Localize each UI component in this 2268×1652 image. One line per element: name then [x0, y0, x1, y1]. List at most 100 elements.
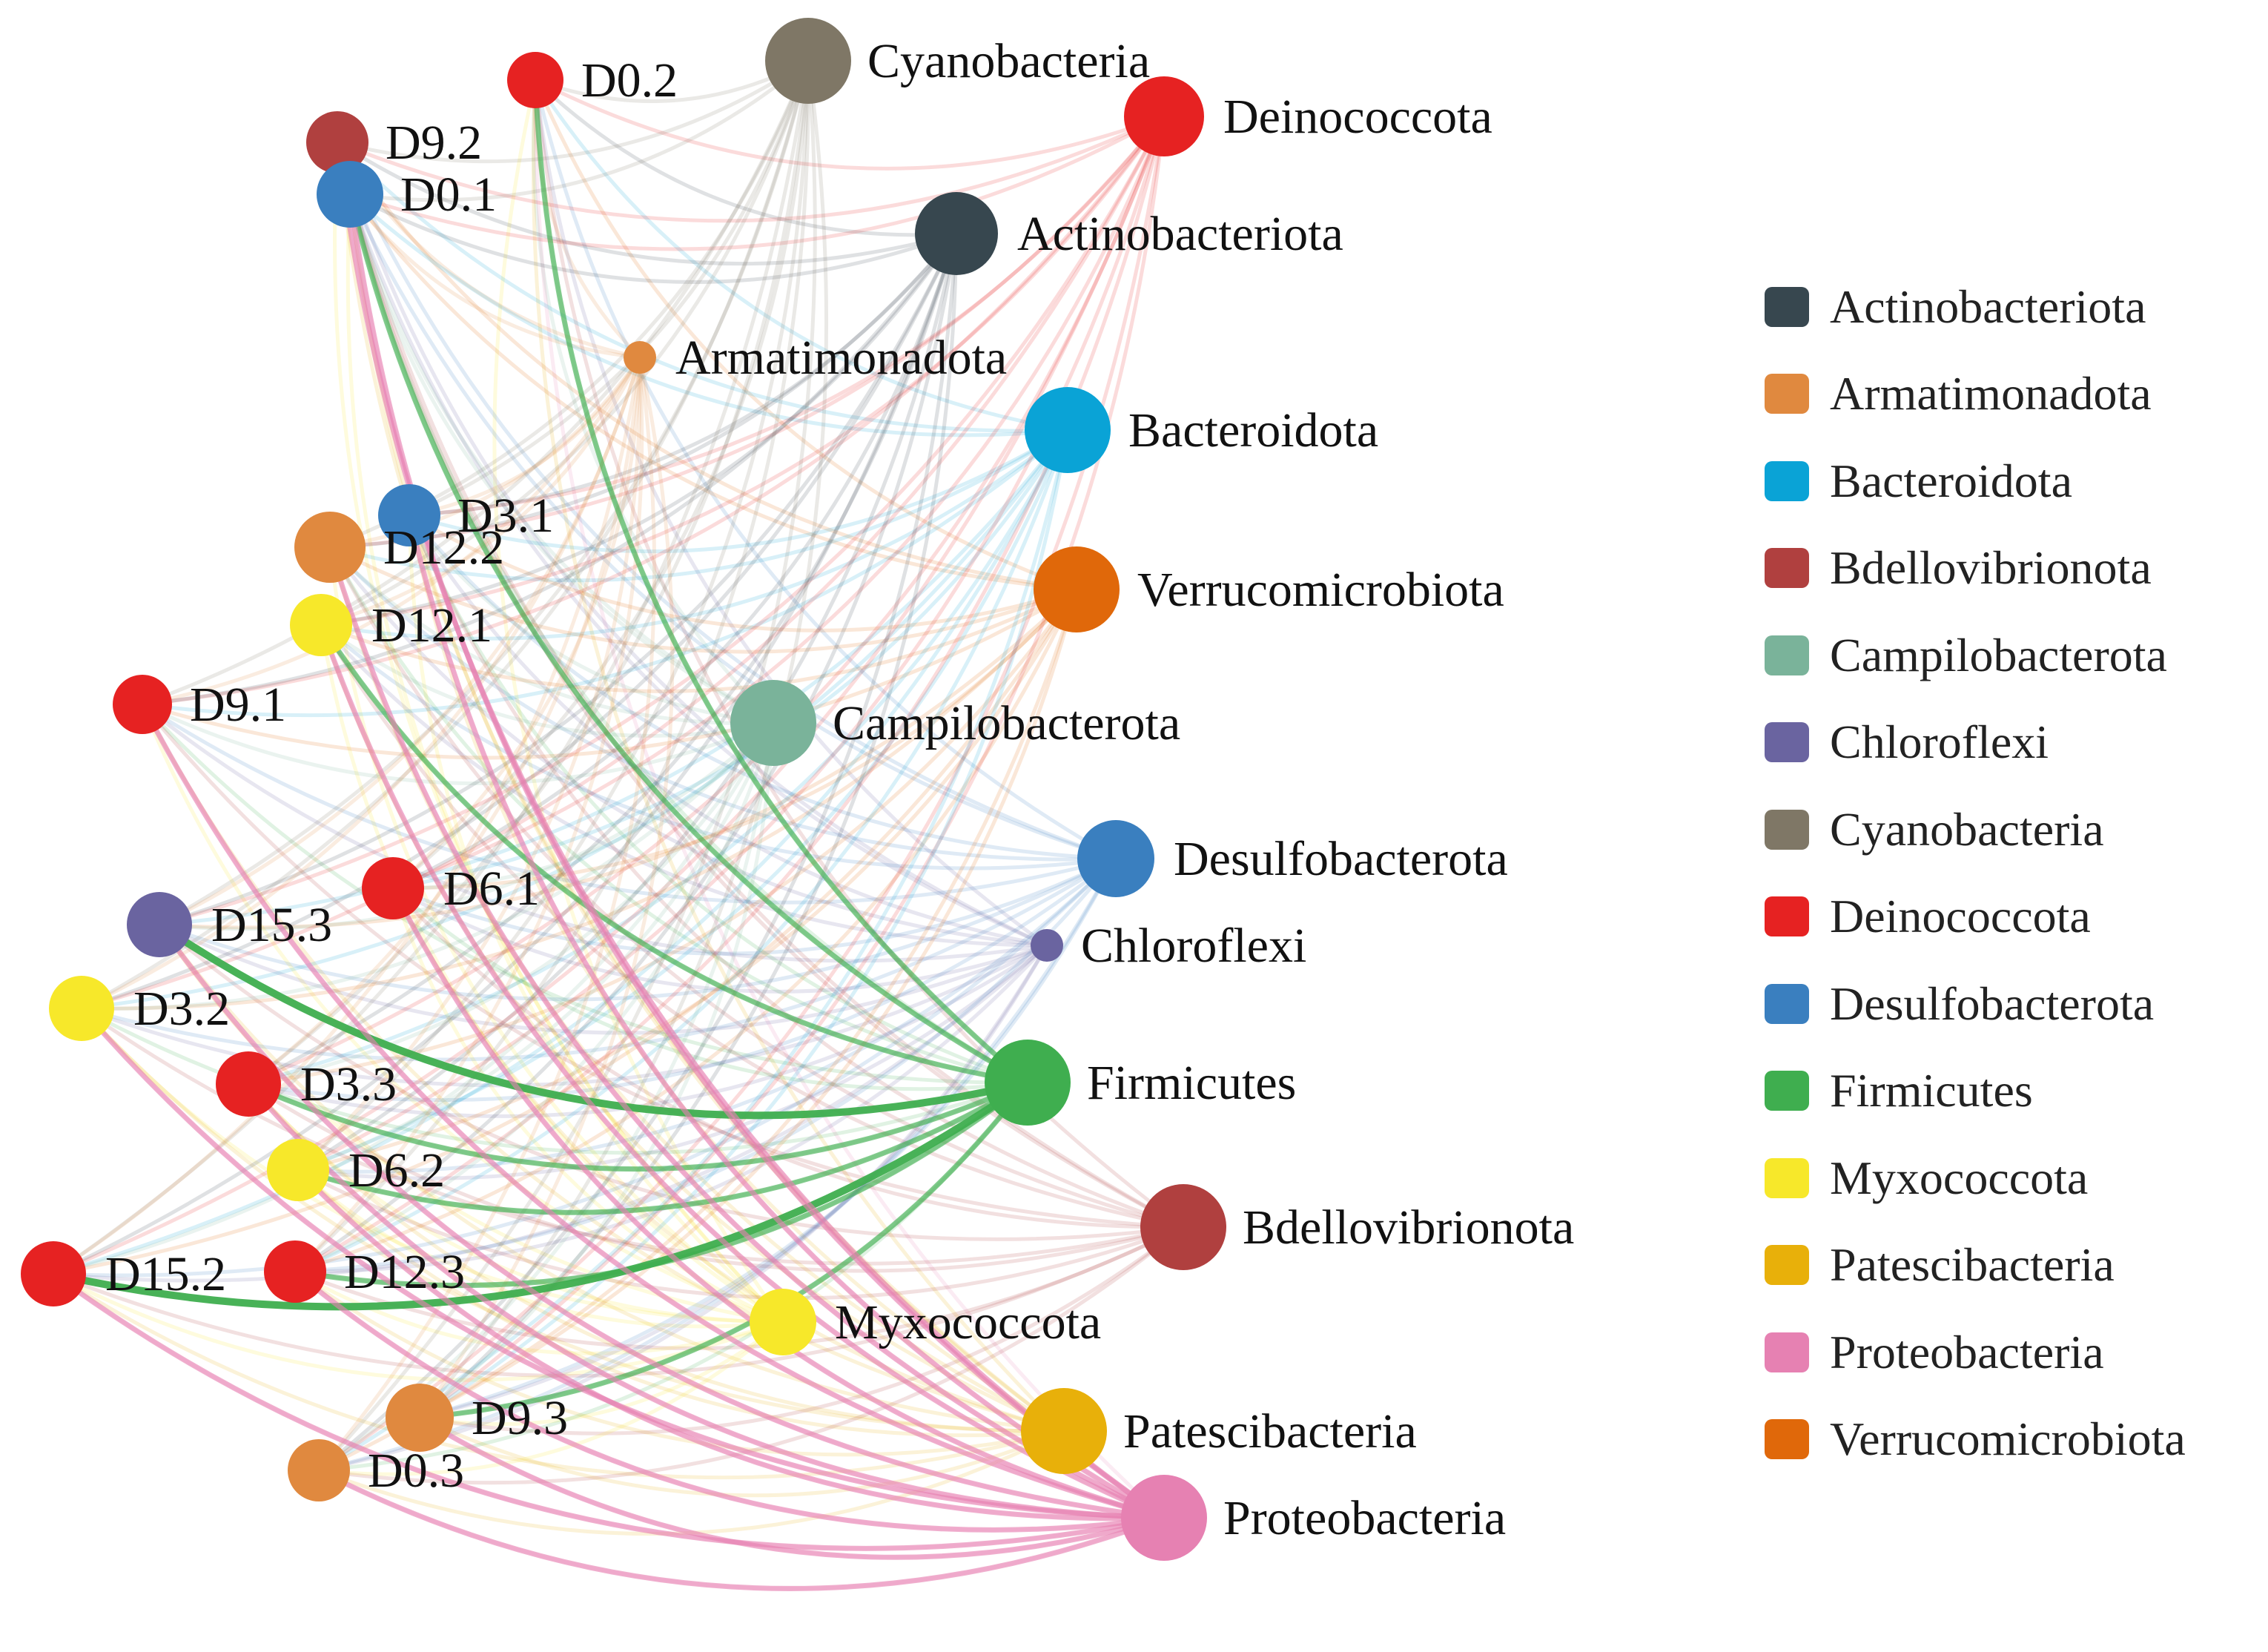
- edge-d0-2-actinobacteriota: [534, 79, 957, 237]
- sample-node-d12-3: D12.3: [264, 1240, 465, 1303]
- edge-d12-2-verrucomicrobiota: [328, 545, 1077, 654]
- edge-d15-3-actinobacteriota: [159, 232, 959, 927]
- edge-d9-3-patescibacteria: [418, 1415, 1065, 1498]
- edge-d3-2-myxococcota: [80, 1007, 784, 1324]
- strong-edge-d9-2-proteobacteria: [334, 142, 1166, 1520]
- sample-node-label: D3.2: [133, 982, 230, 1036]
- sample-node-circle: [362, 857, 424, 919]
- edge-d12-2-deinococcota: [329, 115, 1166, 549]
- legend-item-cyanobacteria: Cyanobacteria: [1765, 786, 2186, 873]
- phylum-node-circle: [1077, 820, 1154, 897]
- edge-d9-3-chloroflexi: [419, 944, 1049, 1420]
- phylum-node-label: Myxococcota: [835, 1295, 1101, 1349]
- edge-d0-1-armatimonadota: [348, 193, 641, 360]
- edge-d0-2-deinococcota: [534, 78, 1165, 171]
- legend-label: Cyanobacteria: [1830, 802, 2104, 856]
- edge-d3-2-bacteroidota: [81, 429, 1070, 1011]
- edge-d3-1-bacteroidota: [409, 428, 1069, 554]
- edge-d3-2-campilobacterota: [81, 721, 775, 1011]
- sample-node-circle: [290, 594, 352, 656]
- strong-edge-d3-3-firmicutes: [247, 1080, 1029, 1172]
- sample-node-d3-2: D3.2: [49, 976, 230, 1041]
- legend-item-chloroflexi: Chloroflexi: [1765, 699, 2186, 787]
- phylum-node-label: Desulfobacterota: [1174, 832, 1508, 886]
- edge-d3-2-desulfobacterota: [81, 856, 1117, 1062]
- legend-item-deinococcota: Deinococcota: [1765, 873, 2186, 961]
- legend-label: Deinococcota: [1830, 890, 2091, 943]
- edge-d9-1-actinobacteriota: [142, 232, 959, 707]
- sample-node-label: D15.2: [105, 1247, 226, 1301]
- edge-d15-3-bdellovibrionota: [158, 923, 1184, 1241]
- legend-label: Bdellovibrionota: [1830, 541, 2152, 595]
- strong-edge-d9-1-proteobacteria: [139, 703, 1165, 1521]
- sample-node-d12-1: D12.1: [290, 594, 492, 656]
- phylum-node-label: Deinococcota: [1223, 90, 1492, 144]
- strong-edge-d12-3-firmicutes: [294, 1080, 1030, 1289]
- edge-d3-1-chloroflexi: [407, 514, 1048, 948]
- legend-item-myxococcota: Myxococcota: [1765, 1134, 2186, 1222]
- edge-d9-3-cyanobacteria: [418, 60, 829, 1419]
- phylum-node-circle: [1140, 1184, 1226, 1270]
- phylum-node-myxococcota: Myxococcota: [750, 1289, 1101, 1355]
- sample-node-d9-2: D9.2: [306, 111, 482, 174]
- sample-node-d6-2: D6.2: [267, 1139, 445, 1201]
- sample-node-label: D12.3: [344, 1245, 465, 1299]
- strong-edge-d6-2-proteobacteria: [296, 1168, 1165, 1522]
- edge-d3-3-armatimonadota: [247, 357, 642, 1086]
- sample-node-d15-3: D15.3: [127, 892, 332, 957]
- edge-d9-1-firmicutes: [141, 703, 1028, 1085]
- sample-node-circle: [49, 976, 114, 1041]
- legend-item-bdellovibrionota: Bdellovibrionota: [1765, 525, 2186, 612]
- sample-node-label: D9.3: [472, 1391, 568, 1445]
- legend-swatch: [1765, 635, 1809, 675]
- edge-d6-1-campilobacterota: [392, 721, 775, 891]
- edge-d0-1-verrucomicrobiota: [348, 193, 1077, 592]
- legend-swatch: [1765, 1419, 1809, 1460]
- edge-d0-1-campilobacterota: [348, 194, 775, 725]
- legend-item-campilobacterota: Campilobacterota: [1765, 612, 2186, 699]
- edge-d0-2-campilobacterota: [532, 79, 775, 724]
- edge-d3-3-bdellovibrionota: [247, 1082, 1184, 1273]
- sample-node-label: D9.2: [386, 116, 482, 170]
- sample-node-circle: [127, 892, 192, 957]
- edge-d0-2-proteobacteria: [533, 79, 1166, 1519]
- sample-node-label: D0.1: [400, 168, 497, 222]
- sample-node-label: D3.1: [457, 489, 554, 543]
- phylum-node-label: Bdellovibrionota: [1243, 1200, 1574, 1255]
- sample-node-label: D3.3: [300, 1057, 397, 1111]
- phylum-node-armatimonadota: Armatimonadota: [624, 331, 1007, 385]
- sample-node-circle: [21, 1241, 86, 1306]
- sample-node-circle: [294, 512, 366, 583]
- legend-swatch: [1765, 722, 1809, 763]
- phylum-node-label: Verrucomicrobiota: [1137, 563, 1504, 617]
- sample-node-label: D12.1: [371, 598, 492, 652]
- edge-d15-3-chloroflexi: [158, 922, 1048, 1035]
- edge-d9-3-actinobacteriota: [418, 233, 959, 1419]
- sample-node-d0-1: D0.1: [317, 161, 497, 228]
- edge-d15-3-patescibacteria: [158, 923, 1065, 1433]
- edge-d3-3-actinobacteriota: [247, 233, 959, 1086]
- edge-d3-3-chloroflexi: [248, 943, 1048, 1118]
- phylum-node-verrucomicrobiota: Verrucomicrobiota: [1034, 546, 1504, 632]
- edge-d9-3-bacteroidota: [418, 429, 1070, 1420]
- edge-d3-1-desulfobacterota: [408, 514, 1117, 861]
- sample-node-circle: [267, 1139, 329, 1201]
- phylum-node-bdellovibrionota: Bdellovibrionota: [1140, 1184, 1574, 1270]
- sample-node-d15-2: D15.2: [21, 1241, 226, 1306]
- edge-d0-1-cyanobacteria: [349, 59, 810, 202]
- legend-swatch: [1765, 374, 1809, 414]
- legend-swatch: [1765, 460, 1809, 501]
- edge-d15-2-armatimonadota: [52, 357, 642, 1276]
- edge-d12-3-desulfobacterota: [294, 857, 1117, 1274]
- sample-node-label: D0.3: [368, 1444, 464, 1498]
- legend-label: Myxococcota: [1830, 1151, 2089, 1204]
- faint-edges: [52, 59, 1185, 1590]
- network-graph: CyanobacteriaDeinococcotaActinobacteriot…: [21, 18, 1574, 1591]
- edge-d9-2-chloroflexi: [335, 142, 1048, 948]
- edge-d0-3-actinobacteriota: [317, 233, 959, 1472]
- legend-label: Chloroflexi: [1830, 716, 2049, 769]
- legend-label: Firmicutes: [1830, 1064, 2033, 1117]
- edge-d6-2-campilobacterota: [297, 722, 776, 1172]
- edge-d12-3-patescibacteria: [294, 1269, 1065, 1457]
- phylum-node-chloroflexi: Chloroflexi: [1031, 919, 1306, 973]
